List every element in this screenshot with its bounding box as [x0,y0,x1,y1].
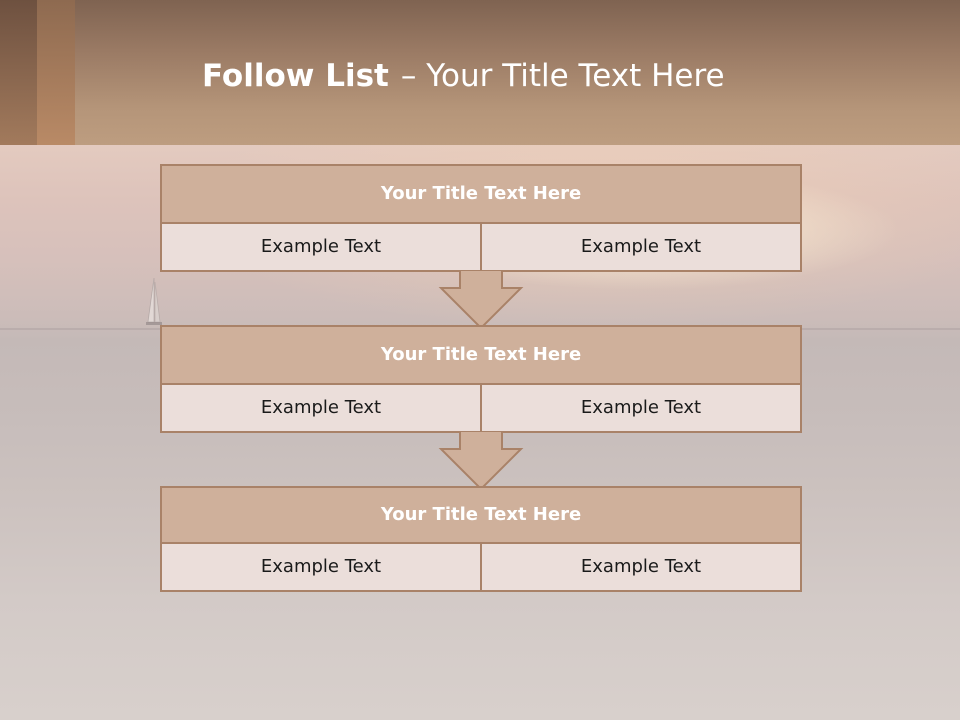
arrow-down-icon [438,270,524,330]
step-box-1[interactable]: Your Title Text Here Example Text Exampl… [160,164,802,272]
header-accent-bar [0,0,37,145]
arrow-down-icon [438,431,524,491]
step-cell-left: Example Text [162,385,480,431]
step-row: Example Text Example Text [162,385,800,431]
step-title: Your Title Text Here [162,488,800,544]
slide-title[interactable]: Follow List – Your Title Text Here [202,56,725,96]
step-title: Your Title Text Here [162,166,800,224]
step-cell-left: Example Text [162,224,480,270]
step-row: Example Text Example Text [162,224,800,270]
step-cell-right: Example Text [480,385,800,431]
step-cell-right: Example Text [480,544,800,590]
step-cell-right: Example Text [480,224,800,270]
step-cell-left: Example Text [162,544,480,590]
slide-title-rest: – Your Title Text Here [400,58,725,94]
header-band: Follow List – Your Title Text Here [0,0,960,145]
step-box-2[interactable]: Your Title Text Here Example Text Exampl… [160,325,802,433]
step-row: Example Text Example Text [162,544,800,590]
step-box-3[interactable]: Your Title Text Here Example Text Exampl… [160,486,802,592]
step-title: Your Title Text Here [162,327,800,385]
sailboat-icon [146,277,162,325]
slide-title-bold: Follow List [202,58,389,94]
header-accent-bar [37,0,75,145]
